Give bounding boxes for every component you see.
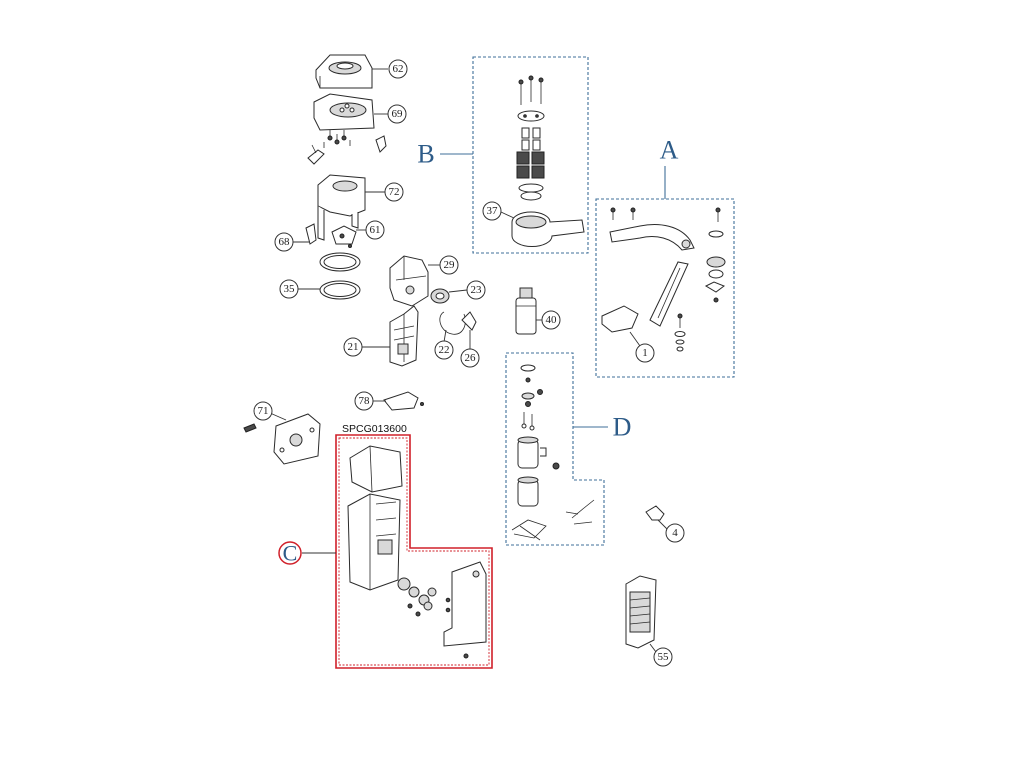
- group-d-pins: [521, 412, 535, 431]
- svg-text:26: 26: [465, 352, 477, 364]
- group-c-kit: SPCG013600 C: [278, 423, 493, 669]
- group-b: B: [417, 56, 589, 254]
- kit-code-label: SPCG013600: [342, 423, 407, 435]
- part-62-top-cap[interactable]: [315, 54, 373, 89]
- svg-text:62: 62: [393, 63, 404, 75]
- svg-text:69: 69: [392, 108, 404, 120]
- group-a-letter: A: [660, 136, 679, 165]
- callout-21[interactable]: 21: [343, 337, 363, 357]
- callout-26[interactable]: 26: [460, 348, 480, 368]
- group-a-arm[interactable]: [609, 224, 695, 251]
- group-b-gears: [516, 127, 545, 179]
- svg-text:21: 21: [348, 341, 359, 353]
- callout-29[interactable]: 29: [439, 255, 459, 275]
- part-29-housing[interactable]: [389, 255, 429, 307]
- part-26-cap[interactable]: [461, 311, 477, 331]
- group-a-bar[interactable]: [649, 261, 689, 327]
- svg-text:71: 71: [258, 405, 269, 417]
- group-d-washers: [520, 364, 543, 407]
- callout-40[interactable]: 40: [541, 310, 561, 330]
- kit-cap[interactable]: [349, 445, 403, 493]
- callout-4[interactable]: 4: [665, 523, 685, 543]
- group-a: A 1: [595, 136, 735, 378]
- callout-37[interactable]: 37: [482, 201, 502, 221]
- svg-text:55: 55: [658, 651, 670, 663]
- part-68-hook[interactable]: [305, 223, 317, 245]
- part-21-column[interactable]: [389, 305, 419, 367]
- part-35-ring[interactable]: [319, 280, 361, 300]
- part-23-disc[interactable]: [430, 288, 450, 304]
- part-22-spring[interactable]: [439, 311, 466, 335]
- kit-small-parts: [397, 577, 451, 617]
- group-a-screws: [610, 207, 721, 222]
- part-4-clip[interactable]: [645, 505, 665, 521]
- group-a-pin-stack: [674, 313, 686, 352]
- kit-half-shell[interactable]: [443, 561, 487, 659]
- svg-text:61: 61: [370, 224, 381, 236]
- svg-text:1: 1: [642, 347, 648, 359]
- group-a-washer: [708, 230, 724, 238]
- group-d-wires: [511, 499, 595, 541]
- part-37-arm[interactable]: [511, 211, 585, 247]
- callout-35[interactable]: 35: [279, 279, 299, 299]
- part-69-housing[interactable]: [313, 93, 375, 131]
- part-55-panel[interactable]: [625, 575, 657, 649]
- svg-text:68: 68: [279, 236, 291, 248]
- group-b-letter: B: [417, 140, 434, 169]
- svg-text:35: 35: [284, 283, 296, 295]
- svg-text:4: 4: [672, 527, 678, 539]
- part-40-motor[interactable]: [515, 287, 537, 335]
- group-d-motor-upper[interactable]: [517, 436, 560, 470]
- callout-71[interactable]: 71: [253, 401, 273, 421]
- group-d-motor-lower[interactable]: [517, 476, 539, 507]
- kit-outline: [335, 434, 493, 669]
- part-72-bracket[interactable]: [317, 174, 366, 241]
- group-c-letter-badge: C: [278, 541, 302, 566]
- group-b-plate: [517, 110, 545, 122]
- svg-text:29: 29: [444, 259, 456, 271]
- svg-text:72: 72: [389, 186, 400, 198]
- group-a-knobs: [704, 256, 726, 303]
- callout-68[interactable]: 68: [274, 232, 294, 252]
- callout-1[interactable]: 1: [635, 343, 655, 363]
- part-78-bracket[interactable]: [383, 391, 424, 411]
- callout-78[interactable]: 78: [354, 391, 374, 411]
- part-ring-upper[interactable]: [319, 252, 361, 272]
- callout-62[interactable]: 62: [388, 59, 408, 79]
- svg-text:22: 22: [439, 344, 450, 356]
- part-61-clip[interactable]: [331, 225, 357, 248]
- group-d-letter: D: [613, 413, 632, 442]
- svg-text:40: 40: [546, 314, 558, 326]
- part-71-plate[interactable]: [243, 413, 321, 465]
- callout-72[interactable]: 72: [384, 182, 404, 202]
- part-1-wedge[interactable]: [601, 305, 639, 333]
- group-d: D: [505, 352, 632, 546]
- group-b-washers: [518, 183, 544, 201]
- callout-69[interactable]: 69: [387, 104, 407, 124]
- callout-23[interactable]: 23: [466, 280, 486, 300]
- group-b-screws: [518, 75, 544, 105]
- callout-22[interactable]: 22: [434, 340, 454, 360]
- callout-55[interactable]: 55: [653, 647, 673, 667]
- part-69-fasteners: [307, 130, 387, 165]
- group-c-letter: C: [283, 541, 298, 566]
- callout-61[interactable]: 61: [365, 220, 385, 240]
- svg-text:23: 23: [471, 284, 483, 296]
- svg-text:78: 78: [359, 395, 371, 407]
- svg-text:37: 37: [487, 205, 499, 217]
- kit-column[interactable]: [347, 493, 401, 591]
